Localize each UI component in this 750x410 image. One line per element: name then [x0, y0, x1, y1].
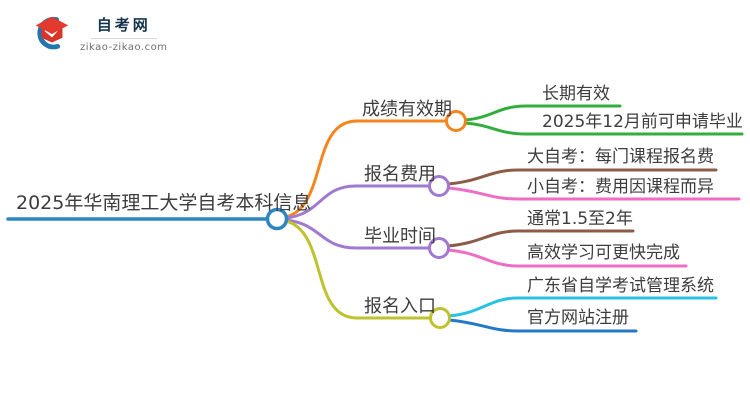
- leaf-label-big-selfexam-fee: 大自考：每门课程报名费: [527, 147, 714, 167]
- edge-leaf-official-site: [447, 318, 638, 333]
- branch-label-registration-fee: 报名费用: [364, 164, 436, 185]
- branch-circle-registration-entry: [429, 307, 451, 329]
- branch-circle-score-validity: [445, 110, 467, 132]
- root-node-label: 2025年华南理工大学自考本科信息: [16, 192, 312, 214]
- edge-leaf-small-selfexam-fee: [446, 186, 741, 201]
- leaf-label-graduate-before-dec: 2025年12月前可申请毕业: [542, 112, 743, 132]
- edge-leaf-usually-years: [446, 229, 635, 248]
- branch-label-graduation-time: 毕业时间: [364, 226, 436, 247]
- logo-title: 自考网: [90, 14, 157, 39]
- edge-branch-registration-entry: [284, 219, 433, 320]
- edge-branch-registration-fee: [284, 184, 432, 220]
- edge-leaf-long-term-valid: [463, 104, 622, 122]
- logo-domain: zikao-zikao.com: [80, 41, 168, 53]
- edge-leaf-graduate-before-dec: [463, 121, 744, 136]
- branch-circle-registration-fee: [428, 175, 450, 197]
- site-logo[interactable]: 自考网 zikao-zikao.com: [30, 12, 167, 54]
- edge-leaf-efficient-study: [446, 248, 688, 268]
- leaf-label-official-site: 官方网站注册: [527, 308, 629, 328]
- branch-label-registration-entry: 报名入口: [364, 296, 436, 317]
- leaf-label-long-term-valid: 长期有效: [542, 84, 610, 104]
- leaf-label-small-selfexam-fee: 小自考：费用因课程而异: [527, 177, 714, 197]
- leaf-label-efficient-study: 高效学习可更快完成: [527, 243, 680, 263]
- graduation-cap-icon: [35, 16, 69, 50]
- root-node-circle: [265, 207, 289, 231]
- leaf-label-usually-years: 通常1.5至2年: [527, 209, 633, 229]
- edge-leaf-big-selfexam-fee: [446, 168, 718, 186]
- leaf-label-gd-system: 广东省自学考试管理系统: [527, 276, 714, 296]
- branch-label-score-validity: 成绩有效期: [362, 99, 452, 120]
- branch-circle-graduation-time: [428, 237, 450, 259]
- edge-leaf-gd-system: [447, 296, 718, 318]
- edge-branch-score-validity: [284, 119, 449, 219]
- edge-branch-graduation-time: [284, 218, 432, 250]
